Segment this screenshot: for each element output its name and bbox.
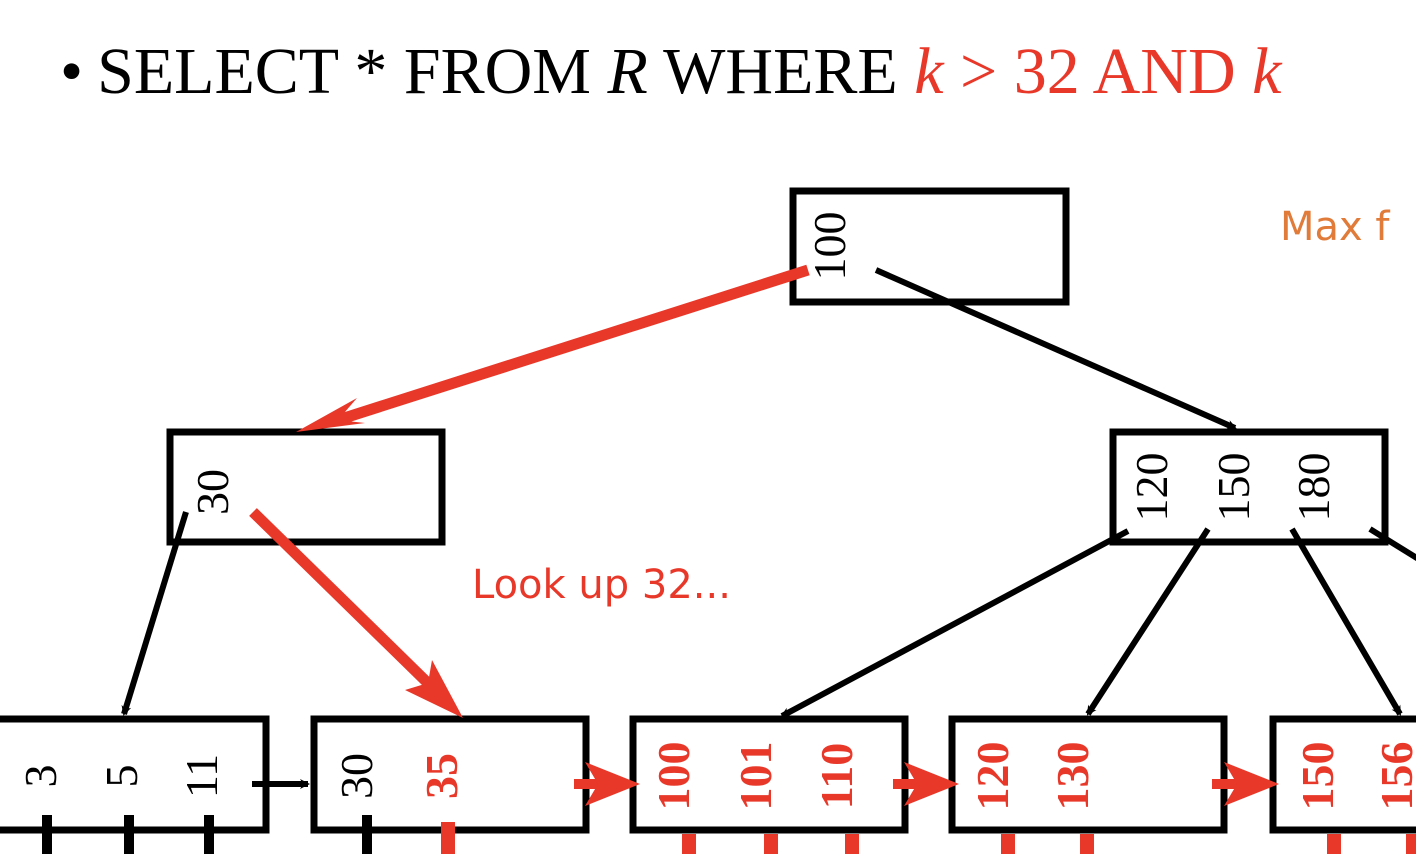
node-key: 30	[331, 753, 382, 799]
lookup-arrowhead-leaf-2	[405, 660, 463, 718]
record-pointer-match	[682, 834, 696, 854]
node-key: 101	[730, 742, 781, 811]
lookup-arrowhead-left-node	[296, 398, 365, 432]
query-where: WHERE	[648, 35, 914, 108]
pointer-right-to-leaf-5	[1289, 527, 1403, 716]
record-pointer	[124, 815, 134, 854]
record-pointer-match	[441, 822, 455, 854]
leaf-node-5	[1269, 715, 1416, 834]
query-bullet: •	[60, 35, 83, 108]
node-key: 156	[1371, 742, 1416, 811]
record-pointers	[42, 815, 1416, 854]
record-pointer-match	[1080, 834, 1094, 854]
record-pointer-match	[845, 834, 859, 854]
internal-node-left	[166, 428, 446, 546]
record-pointer-match	[1001, 834, 1015, 854]
node-key: 5	[96, 765, 147, 788]
query-condition-rest: > 32 AND	[944, 35, 1253, 108]
node-key: 150	[1292, 742, 1343, 811]
node-key: 120	[1126, 453, 1177, 522]
pointer-right-to-leaf-4	[1085, 527, 1211, 716]
pointer-root-to-right	[874, 267, 1237, 431]
node-key: 120	[967, 742, 1018, 811]
leaf-node-4	[948, 715, 1228, 834]
pointer-right-overflow	[1368, 526, 1416, 562]
leaf-node-3	[629, 715, 909, 834]
sibling-arrowhead-3-4	[904, 762, 959, 806]
lookup-path-left-to-leaf-2	[249, 508, 442, 697]
record-pointer	[362, 815, 372, 854]
lookup-annotation: Look up 32...	[472, 562, 731, 608]
lookup-path-root-to-left	[336, 264, 810, 426]
node-key: 110	[811, 743, 862, 809]
node-key: 130	[1047, 742, 1098, 811]
root-node	[789, 187, 1070, 306]
sibling-arrowhead-2-3	[585, 762, 640, 806]
query-relation: R	[606, 35, 647, 108]
record-pointer	[42, 815, 52, 854]
record-pointer	[204, 815, 214, 854]
node-key: 100	[804, 212, 855, 281]
node-key: 3	[15, 765, 66, 788]
sibling-arrowhead-4-5	[1224, 762, 1279, 806]
node-key: 180	[1288, 453, 1339, 522]
query-select-from: SELECT * FROM	[97, 35, 607, 108]
query-condition-tail: k	[1252, 35, 1283, 108]
node-key: 100	[648, 742, 699, 811]
record-pointer-match	[764, 834, 778, 854]
node-key: 150	[1208, 453, 1259, 522]
max-fanout-note: Max f	[1280, 204, 1390, 250]
pointer-right-to-leaf-3	[780, 528, 1130, 719]
record-pointer-match	[1327, 834, 1341, 854]
node-key: 11	[176, 754, 227, 798]
pointer-left-to-leaf-1	[121, 511, 189, 716]
query-line: •SELECT * FROM R WHERE k > 32 AND k	[60, 35, 1283, 108]
query-condition-var: k	[914, 35, 945, 108]
node-key: 35	[416, 753, 467, 799]
record-pointer-match	[1406, 834, 1416, 854]
node-key: 30	[187, 469, 238, 515]
internal-node-right	[1109, 428, 1389, 546]
